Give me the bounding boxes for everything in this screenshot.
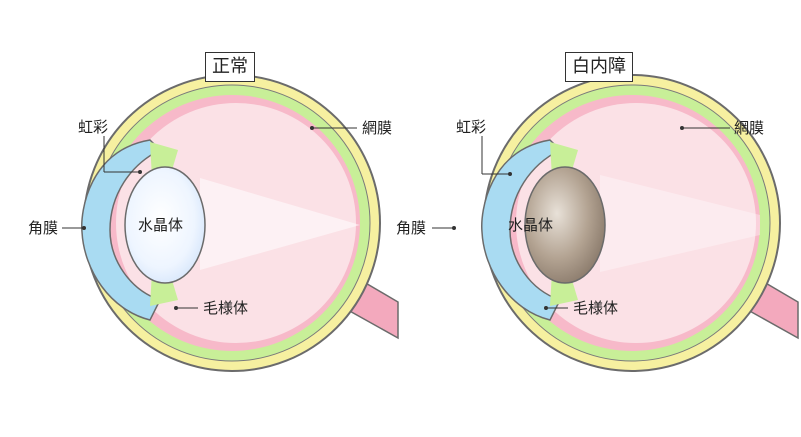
diffuse-light (600, 175, 760, 272)
label-iris: 虹彩 (78, 118, 109, 136)
label-cornea: 角膜 (28, 219, 59, 237)
label-ciliary: 毛様体 (573, 299, 619, 317)
diagram-title: 正常 (205, 52, 255, 82)
vitreous-body (516, 103, 756, 343)
cornea-shape (81, 139, 162, 321)
cataract-eye-panel: 白内障 虹彩 網膜 角膜 水晶体 毛様体 (396, 0, 800, 437)
label-retina: 網膜 (362, 119, 393, 137)
normal-eye-panel: 正常 虹彩 網膜 角膜 水晶体 毛様体 (0, 0, 400, 437)
label-cornea: 角膜 (396, 219, 427, 237)
label-lens: 水晶体 (508, 216, 554, 234)
normal-eye-illustration (62, 74, 399, 372)
cornea-shape (481, 139, 562, 321)
label-lens: 水晶体 (138, 216, 184, 234)
cataract-eye-illustration (432, 74, 799, 372)
lens-cloudy (524, 166, 606, 284)
label-retina: 網膜 (734, 119, 765, 137)
label-ciliary: 毛様体 (203, 299, 249, 317)
label-iris: 虹彩 (456, 118, 487, 136)
light-rays (200, 178, 360, 270)
diagram-title: 白内障 (565, 52, 633, 82)
lens-clear (124, 166, 206, 284)
